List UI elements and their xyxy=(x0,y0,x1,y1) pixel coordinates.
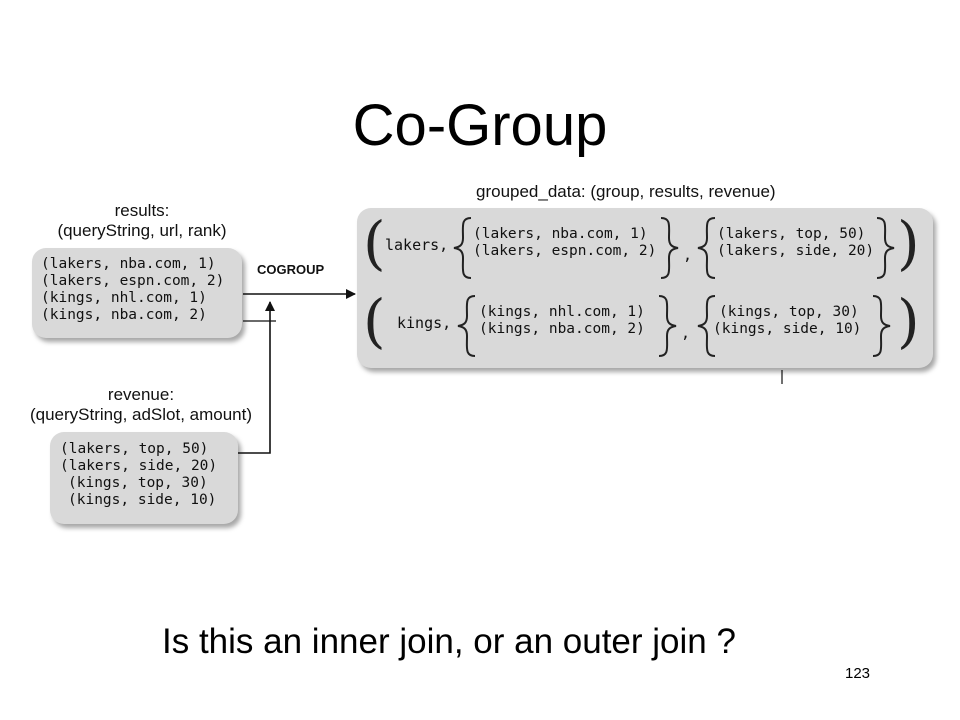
revenue-row: (lakers, top, 50) xyxy=(60,441,209,457)
question-text: Is this an inner join, or an outer join … xyxy=(162,622,736,661)
results-label-schema: (queryString, url, rank) xyxy=(57,221,227,240)
group-key: kings, xyxy=(397,314,452,332)
close-brace-icon xyxy=(660,217,679,279)
group-revenue-row: (kings, side, 10) xyxy=(713,321,862,337)
revenue-label-name: revenue: xyxy=(107,385,175,404)
group-key: lakers, xyxy=(385,236,449,254)
group-result-row: (kings, nhl.com, 1) xyxy=(479,304,645,320)
group-result-row: (lakers, espn.com, 2) xyxy=(473,243,657,259)
group-result-row: (lakers, nba.com, 1) xyxy=(473,226,648,242)
revenue-row: (lakers, side, 20) xyxy=(60,458,218,474)
comma: , xyxy=(681,324,691,342)
results-label-name: results: xyxy=(114,201,170,220)
results-relation-box: (lakers, nba.com, 1) (lakers, espn.com, … xyxy=(32,248,242,338)
close-paren: ) xyxy=(897,287,920,355)
open-paren: ( xyxy=(363,287,386,355)
group-revenue-row: (lakers, top, 50) xyxy=(717,226,866,242)
results-row: (kings, nba.com, 2) xyxy=(41,307,207,323)
results-row: (lakers, nba.com, 1) xyxy=(41,256,216,272)
open-brace-icon xyxy=(697,295,716,357)
open-brace-icon xyxy=(457,295,476,357)
results-row: (lakers, espn.com, 2) xyxy=(41,273,225,289)
revenue-to-cogroup-arrow xyxy=(238,301,275,454)
group-revenue-row: (kings, top, 30) xyxy=(719,304,859,320)
open-brace-icon xyxy=(453,217,472,279)
close-paren: ) xyxy=(897,209,920,277)
open-paren: ( xyxy=(363,209,386,277)
close-brace-icon xyxy=(872,295,891,357)
grouped-data-box: ( lakers, (lakers, nba.com, 1) (lakers, … xyxy=(357,208,933,368)
page-number: 123 xyxy=(845,665,871,682)
cogroup-operator-label: COGROUP xyxy=(257,262,325,277)
slide-title: Co-Group xyxy=(352,93,608,158)
revenue-row: (kings, top, 30) xyxy=(68,475,208,491)
comma: , xyxy=(683,246,693,264)
group-result-row: (kings, nba.com, 2) xyxy=(479,321,645,337)
close-brace-icon xyxy=(876,217,895,279)
revenue-relation-box: (lakers, top, 50) (lakers, side, 20) (ki… xyxy=(50,432,238,524)
grouped-data-label: grouped_data: (group, results, revenue) xyxy=(476,182,776,201)
open-brace-icon xyxy=(697,217,716,279)
results-row: (kings, nhl.com, 1) xyxy=(41,290,207,306)
revenue-label-schema: (queryString, adSlot, amount) xyxy=(29,405,253,424)
revenue-row: (kings, side, 10) xyxy=(68,492,217,508)
group-revenue-row: (lakers, side, 20) xyxy=(717,243,875,259)
close-brace-icon xyxy=(658,295,677,357)
